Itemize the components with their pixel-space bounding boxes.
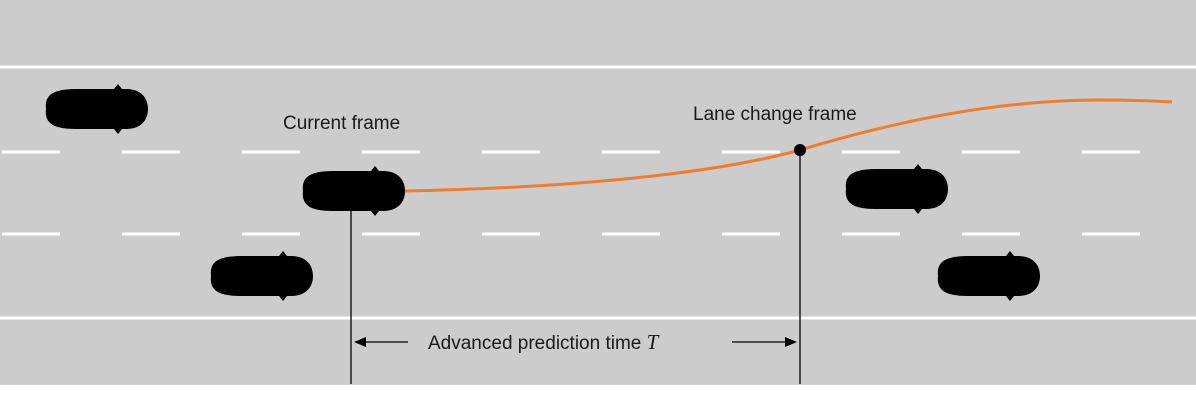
vehicle-middle-right <box>845 164 948 214</box>
vehicle-bottom-left <box>210 251 313 301</box>
lane-change-trajectory <box>404 98 1173 193</box>
current-frame-label: Current frame <box>283 113 401 134</box>
lane-change-marker <box>794 144 806 156</box>
prediction-time-text: Advanced prediction time <box>428 333 642 354</box>
prediction-time-symbol: T <box>646 330 659 354</box>
vehicle-bottom-right <box>937 251 1040 301</box>
road-surface <box>0 0 1196 385</box>
prediction-time-label: Advanced prediction time T <box>428 330 659 354</box>
vehicle-top-left <box>45 84 148 134</box>
current-frame-marker <box>345 185 357 197</box>
prediction-time-arrow-right <box>732 337 797 347</box>
prediction-time-arrow-left <box>354 337 408 347</box>
lane-change-frame-label: Lane change frame <box>693 104 857 125</box>
